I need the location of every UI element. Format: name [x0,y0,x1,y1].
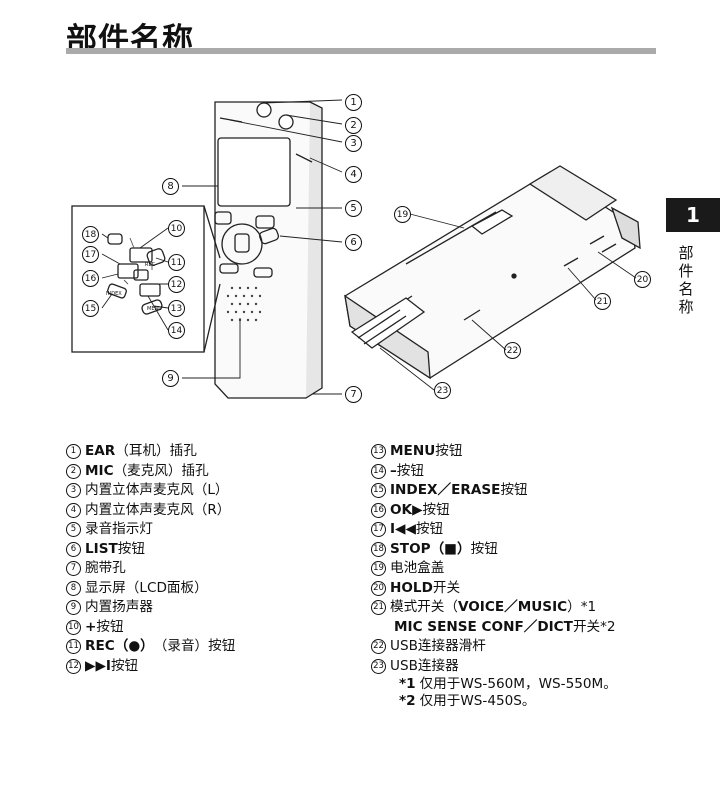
callout-14: 14 [168,322,185,339]
callout-19: 19 [394,206,411,223]
title-rule [66,48,656,54]
callout-3: 3 [345,135,362,152]
callout-4: 4 [345,166,362,183]
callout-5: 5 [345,200,362,217]
device-label-rec: REC [145,262,156,268]
recorder-diagram [71,99,641,399]
recorder-front-view [214,101,323,399]
callout-21: 21 [594,293,611,310]
callout-8: 8 [162,178,179,195]
list-item: 10+按钮 [66,618,235,638]
device-label-index: INDEX [106,291,122,297]
leader-lines [101,99,637,395]
recorder-side-view [344,165,641,380]
callout-11: 11 [168,254,185,271]
callout-7: 7 [345,386,362,403]
list-item: 14–按钮 [371,462,617,482]
chapter-label: 部件名称 [678,244,694,316]
chapter-tab: 1 [666,198,720,232]
callout-23: 23 [434,382,451,399]
callout-16: 16 [82,270,99,287]
callout-2: 2 [345,117,362,134]
callout-13: 13 [168,300,185,317]
speaker-grille [226,286,262,322]
callout-6: 6 [345,234,362,251]
device-label-menu: MENU [147,306,162,312]
callout-12: 12 [168,276,185,293]
callout-20: 20 [634,271,651,288]
callout-10: 10 [168,220,185,237]
callout-9: 9 [162,370,179,387]
callout-1: 1 [345,94,362,111]
callout-17: 17 [82,246,99,263]
callout-18: 18 [82,226,99,243]
callout-22: 22 [504,342,521,359]
callout-15: 15 [82,300,99,317]
